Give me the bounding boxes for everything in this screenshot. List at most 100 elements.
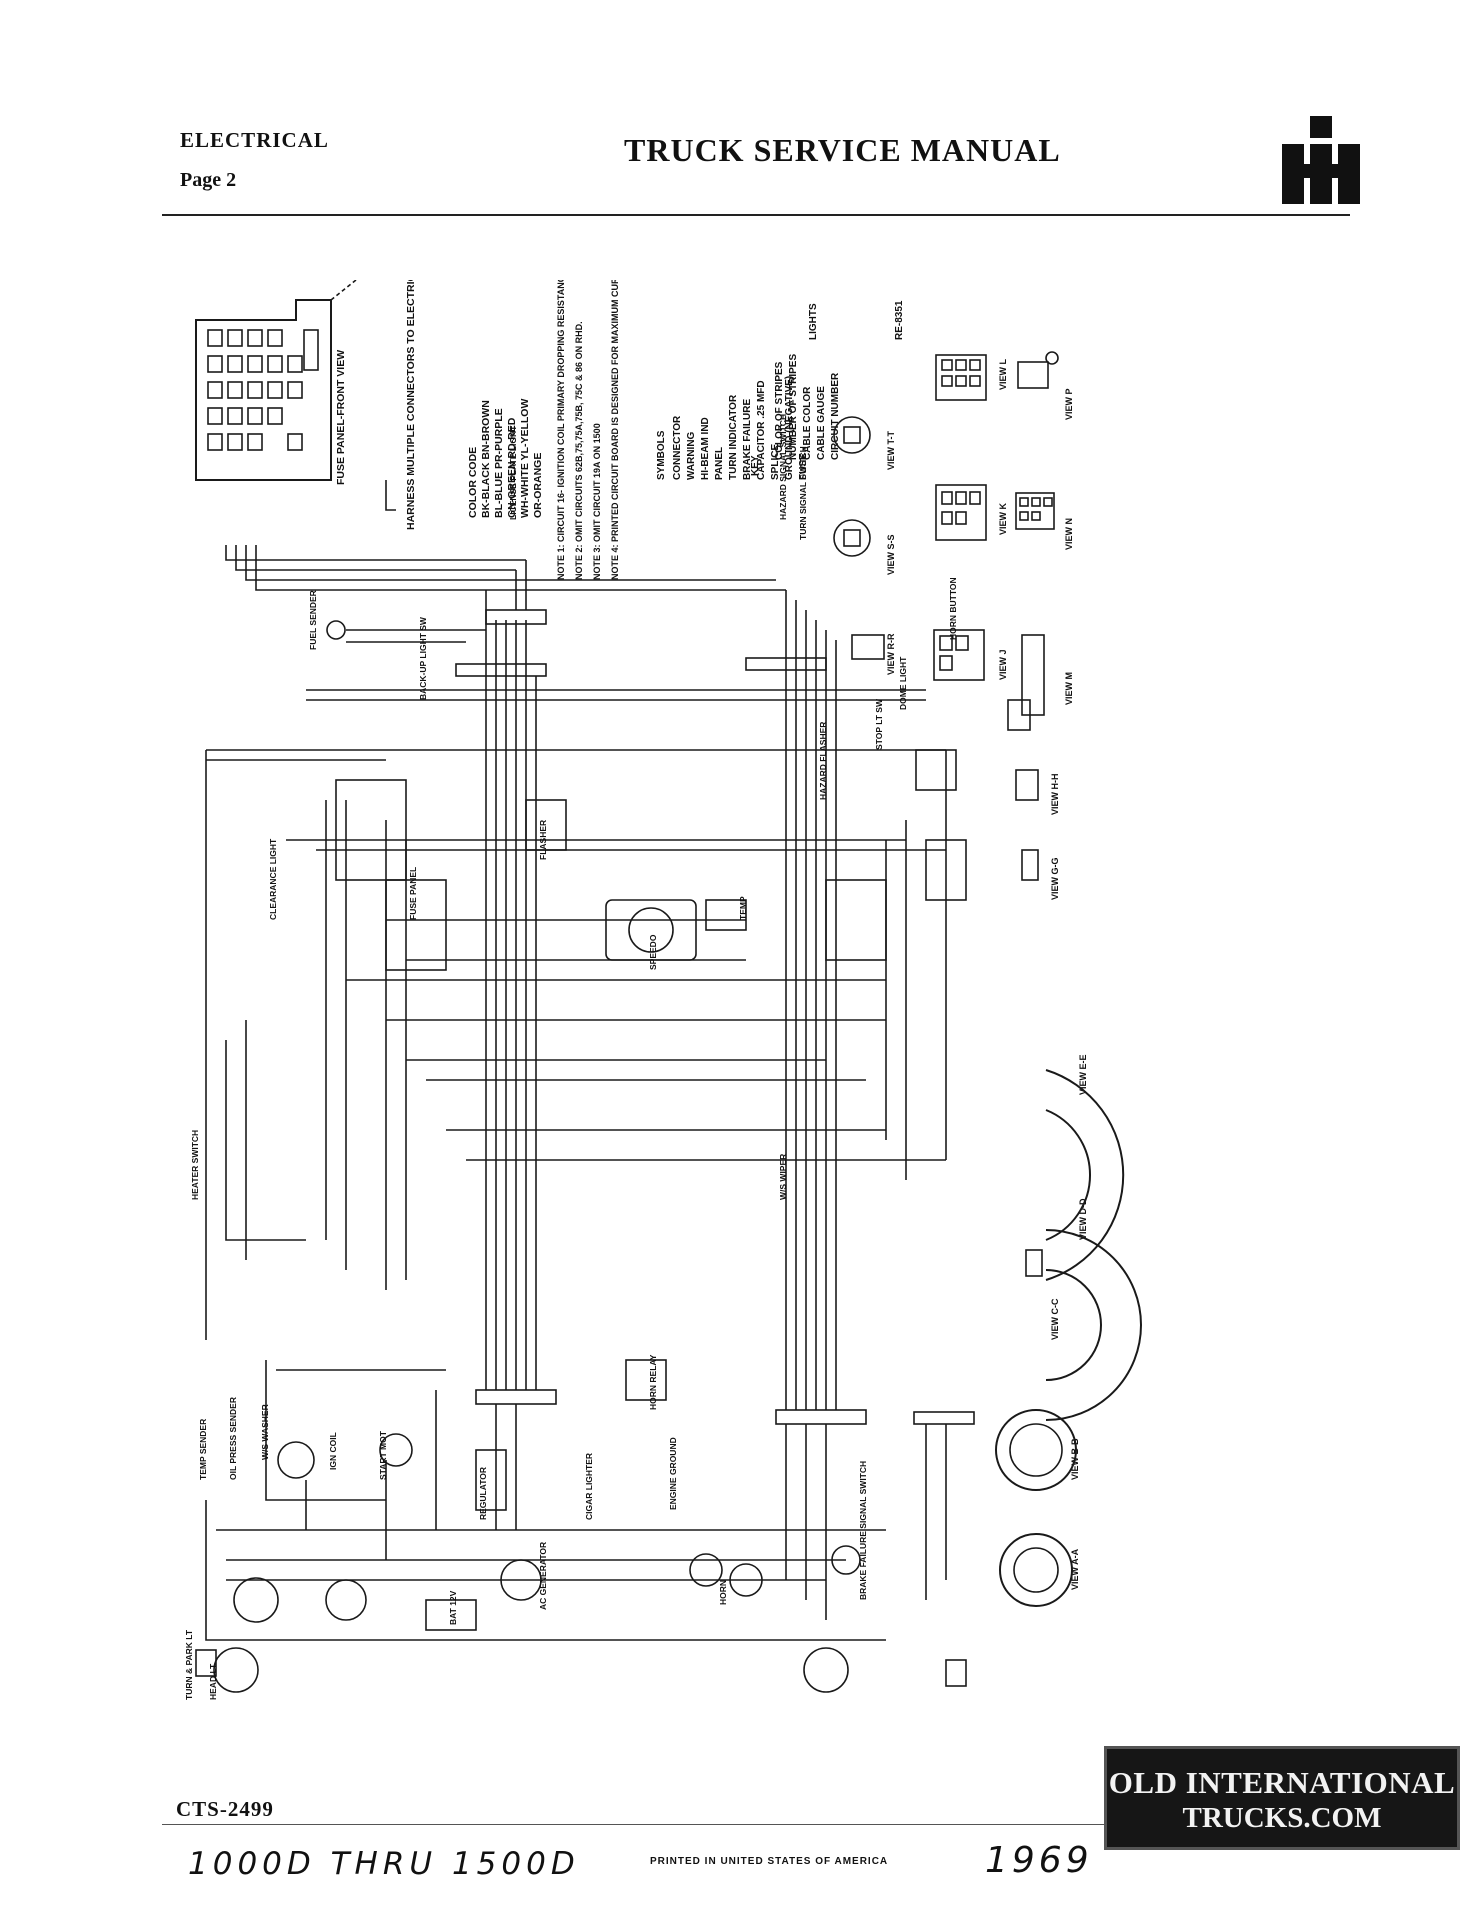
watermark-line-1: OLD INTERNATIONAL <box>1108 1764 1456 1800</box>
svg-text:VIEW H-H: VIEW H-H <box>1050 774 1060 816</box>
svg-text:HARNESS MULTIPLE CONNECTORS TO: HARNESS MULTIPLE CONNECTORS TO ELECTRICA… <box>405 280 417 530</box>
svg-text:BAT 12V: BAT 12V <box>448 1590 458 1625</box>
svg-text:CABLE COLOR: CABLE COLOR <box>802 386 813 460</box>
svg-text:VIEW L: VIEW L <box>998 358 1008 390</box>
svg-text:CIRCUIT NUMBER: CIRCUIT NUMBER <box>830 372 841 460</box>
svg-text:CONNECTOR: CONNECTOR <box>672 415 683 480</box>
footer-rule <box>162 1824 1246 1825</box>
fuse-panel-label: FUSE PANEL-FRONT VIEW <box>335 350 347 485</box>
svg-text:HAZARD SIGNAL SWITCH: HAZARD SIGNAL SWITCH <box>778 414 788 520</box>
svg-text:TURN SIGNAL SWITCH: TURN SIGNAL SWITCH <box>798 446 808 540</box>
svg-text:AC GENERATOR: AC GENERATOR <box>538 1542 548 1610</box>
svg-text:SYMBOLS: SYMBOLS <box>656 430 667 480</box>
svg-text:TURN & PARK LT: TURN & PARK LT <box>186 1629 194 1700</box>
printed-note: PRINTED IN UNITED STATES OF AMERICA <box>650 1856 889 1867</box>
svg-text:VIEW G-G: VIEW G-G <box>1050 858 1060 901</box>
svg-text:VIEW P: VIEW P <box>1064 388 1074 420</box>
symbols-legend: SYMBOLS CONNECTOR WARNING HI-BEAM IND PA… <box>656 303 819 480</box>
svg-text:OR-ORANGE: OR-ORANGE <box>532 453 544 518</box>
svg-text:SPEEDO: SPEEDO <box>648 934 658 970</box>
svg-text:FUEL SENDER: FUEL SENDER <box>308 590 318 650</box>
svg-text:FLASHER: FLASHER <box>538 820 548 860</box>
svg-text:WARNING: WARNING <box>686 431 697 480</box>
svg-text:SPLICE: SPLICE <box>770 444 781 480</box>
svg-text:W/S WASHER: W/S WASHER <box>260 1404 270 1460</box>
svg-text:START MOT: START MOT <box>378 1430 388 1480</box>
view-labels: VIEW L VIEW P VIEW T-T VIEW K VIEW N VIE… <box>886 358 1088 1590</box>
handwritten-year: 1969 <box>985 1840 1093 1881</box>
svg-text:VIEW T-T: VIEW T-T <box>886 431 896 470</box>
svg-text:FUSE PANEL: FUSE PANEL <box>408 867 418 920</box>
svg-text:HORN BUTTON: HORN BUTTON <box>948 577 958 640</box>
svg-text:NOTE 1: CIRCUIT 16- IGNITION C: NOTE 1: CIRCUIT 16- IGNITION COIL PRIMAR… <box>556 280 566 580</box>
svg-text:ENGINE GROUND: ENGINE GROUND <box>668 1437 678 1510</box>
svg-text:NUMBER OF STRIPES: NUMBER OF STRIPES <box>788 354 799 460</box>
svg-text:VIEW J: VIEW J <box>998 649 1008 680</box>
notes-block: HARNESS MULTIPLE CONNECTORS TO ELECTRICA… <box>405 280 544 530</box>
connector-views <box>833 351 1059 1277</box>
svg-text:VIEW C-C: VIEW C-C <box>1050 1298 1060 1340</box>
switch-arcs <box>995 1069 1142 1607</box>
svg-text:CLEARANCE LIGHT: CLEARANCE LIGHT <box>268 838 278 920</box>
svg-text:LIGHTS: LIGHTS <box>808 303 819 340</box>
svg-text:HAZARD FLASHER: HAZARD FLASHER <box>818 722 828 800</box>
svg-text:NOTE 4: PRINTED CIRCUIT BOARD: NOTE 4: PRINTED CIRCUIT BOARD IS DESIGNE… <box>610 280 620 580</box>
svg-text:BL-BLUE PR-PURPLE: BL-BLUE PR-PURPLE <box>493 408 505 518</box>
svg-text:OIL PRESS SENDER: OIL PRESS SENDER <box>228 1397 238 1480</box>
harness-wires <box>195 480 975 1693</box>
svg-text:KEY: KEY <box>750 455 761 476</box>
key-legend: KEY COLOR OF STRIPES NUMBER OF STRIPES C… <box>750 300 905 476</box>
svg-text:VIEW K: VIEW K <box>998 502 1008 535</box>
svg-text:COLOR CODE: COLOR CODE <box>467 447 479 518</box>
component-labels: FUEL SENDER TEMP SENDER OIL PRESS SENDER… <box>186 414 958 1700</box>
document-code: CTS-2499 <box>176 1797 274 1821</box>
svg-text:HORN RELAY: HORN RELAY <box>648 1354 658 1410</box>
page-label: Page 2 <box>180 169 237 191</box>
svg-text:VIEW R-R: VIEW R-R <box>886 633 896 675</box>
svg-text:W/S WIPER: W/S WIPER <box>778 1154 788 1200</box>
ih-logo-icon <box>1282 116 1360 204</box>
wiring-diagram: FUSE PANEL-FRONT VIEW HARNESS MULTIPLE C… <box>186 280 1142 1700</box>
watermark-line-2: TRUCKS.COM <box>1182 1801 1382 1834</box>
svg-text:TURN INDICATOR: TURN INDICATOR <box>728 394 739 480</box>
section-title: ELECTRICAL <box>180 128 329 152</box>
svg-text:GROUND (NEGATIVE): GROUND (NEGATIVE) <box>784 376 795 480</box>
site-watermark: OLD INTERNATIONAL TRUCKS.COM <box>1104 1746 1460 1850</box>
svg-text:CABLE GAUGE: CABLE GAUGE <box>816 386 827 460</box>
svg-text:TEMP SENDER: TEMP SENDER <box>198 1419 208 1480</box>
svg-text:HI-BEAM IND: HI-BEAM IND <box>700 417 711 480</box>
svg-text:BRAKE FAILURE: BRAKE FAILURE <box>742 399 753 480</box>
svg-text:FUSE: FUSE <box>798 453 809 480</box>
handwritten-models: 1000D THRU 1500D <box>188 1846 580 1882</box>
svg-text:LICENSE PLATE LIGHT: LICENSE PLATE LIGHT <box>508 425 518 520</box>
svg-text:VIEW S-S: VIEW S-S <box>886 534 896 575</box>
header-left: ELECTRICAL Page 2 <box>180 128 329 192</box>
fuse-panel-front-view <box>195 280 357 481</box>
svg-text:TEMP: TEMP <box>738 896 748 920</box>
svg-text:CAPACITOR .25 MFD: CAPACITOR .25 MFD <box>756 380 767 480</box>
header-rule <box>162 214 1350 216</box>
svg-text:VIEW A-A: VIEW A-A <box>1070 1548 1080 1590</box>
svg-text:BK-BLACK BN-BROWN: BK-BLACK BN-BROWN <box>480 400 492 518</box>
svg-text:RE-8351: RE-8351 <box>894 300 905 340</box>
svg-text:COLOR OF STRIPES: COLOR OF STRIPES <box>774 361 785 460</box>
svg-text:DOME LIGHT: DOME LIGHT <box>898 656 908 710</box>
svg-text:BRAKE FAILURE SIGNAL SWITCH: BRAKE FAILURE SIGNAL SWITCH <box>858 1461 868 1600</box>
svg-text:HORN: HORN <box>718 1580 728 1605</box>
page-title: TRUCK SERVICE MANUAL <box>624 132 1061 168</box>
svg-text:VIEW M: VIEW M <box>1064 672 1074 705</box>
notes-detail: NOTE 1: CIRCUIT 16- IGNITION COIL PRIMAR… <box>556 280 620 580</box>
svg-text:HEAD LT: HEAD LT <box>208 1663 218 1700</box>
svg-text:PANEL: PANEL <box>714 447 725 480</box>
svg-text:HEATER SWITCH: HEATER SWITCH <box>190 1130 200 1200</box>
svg-text:VIEW N: VIEW N <box>1064 518 1074 550</box>
svg-text:BACK-UP LIGHT SW: BACK-UP LIGHT SW <box>418 616 428 700</box>
svg-text:CIGAR LIGHTER: CIGAR LIGHTER <box>584 1453 594 1520</box>
svg-text:IGN COIL: IGN COIL <box>328 1432 338 1470</box>
svg-text:NOTE 3: OMIT CIRCUIT 19A ON 15: NOTE 3: OMIT CIRCUIT 19A ON 1500 <box>592 423 602 580</box>
svg-text:GN-GREEN RD-RED: GN-GREEN RD-RED <box>506 417 518 518</box>
svg-text:VIEW E-E: VIEW E-E <box>1078 1054 1088 1095</box>
svg-text:NOTE 2: OMIT CIRCUITS 62B,75,7: NOTE 2: OMIT CIRCUITS 62B,75,75A,75B, 75… <box>574 321 584 580</box>
svg-text:STOP LT SW: STOP LT SW <box>874 698 884 750</box>
svg-text:WH-WHITE YL-YELLOW: WH-WHITE YL-YELLOW <box>519 399 531 518</box>
